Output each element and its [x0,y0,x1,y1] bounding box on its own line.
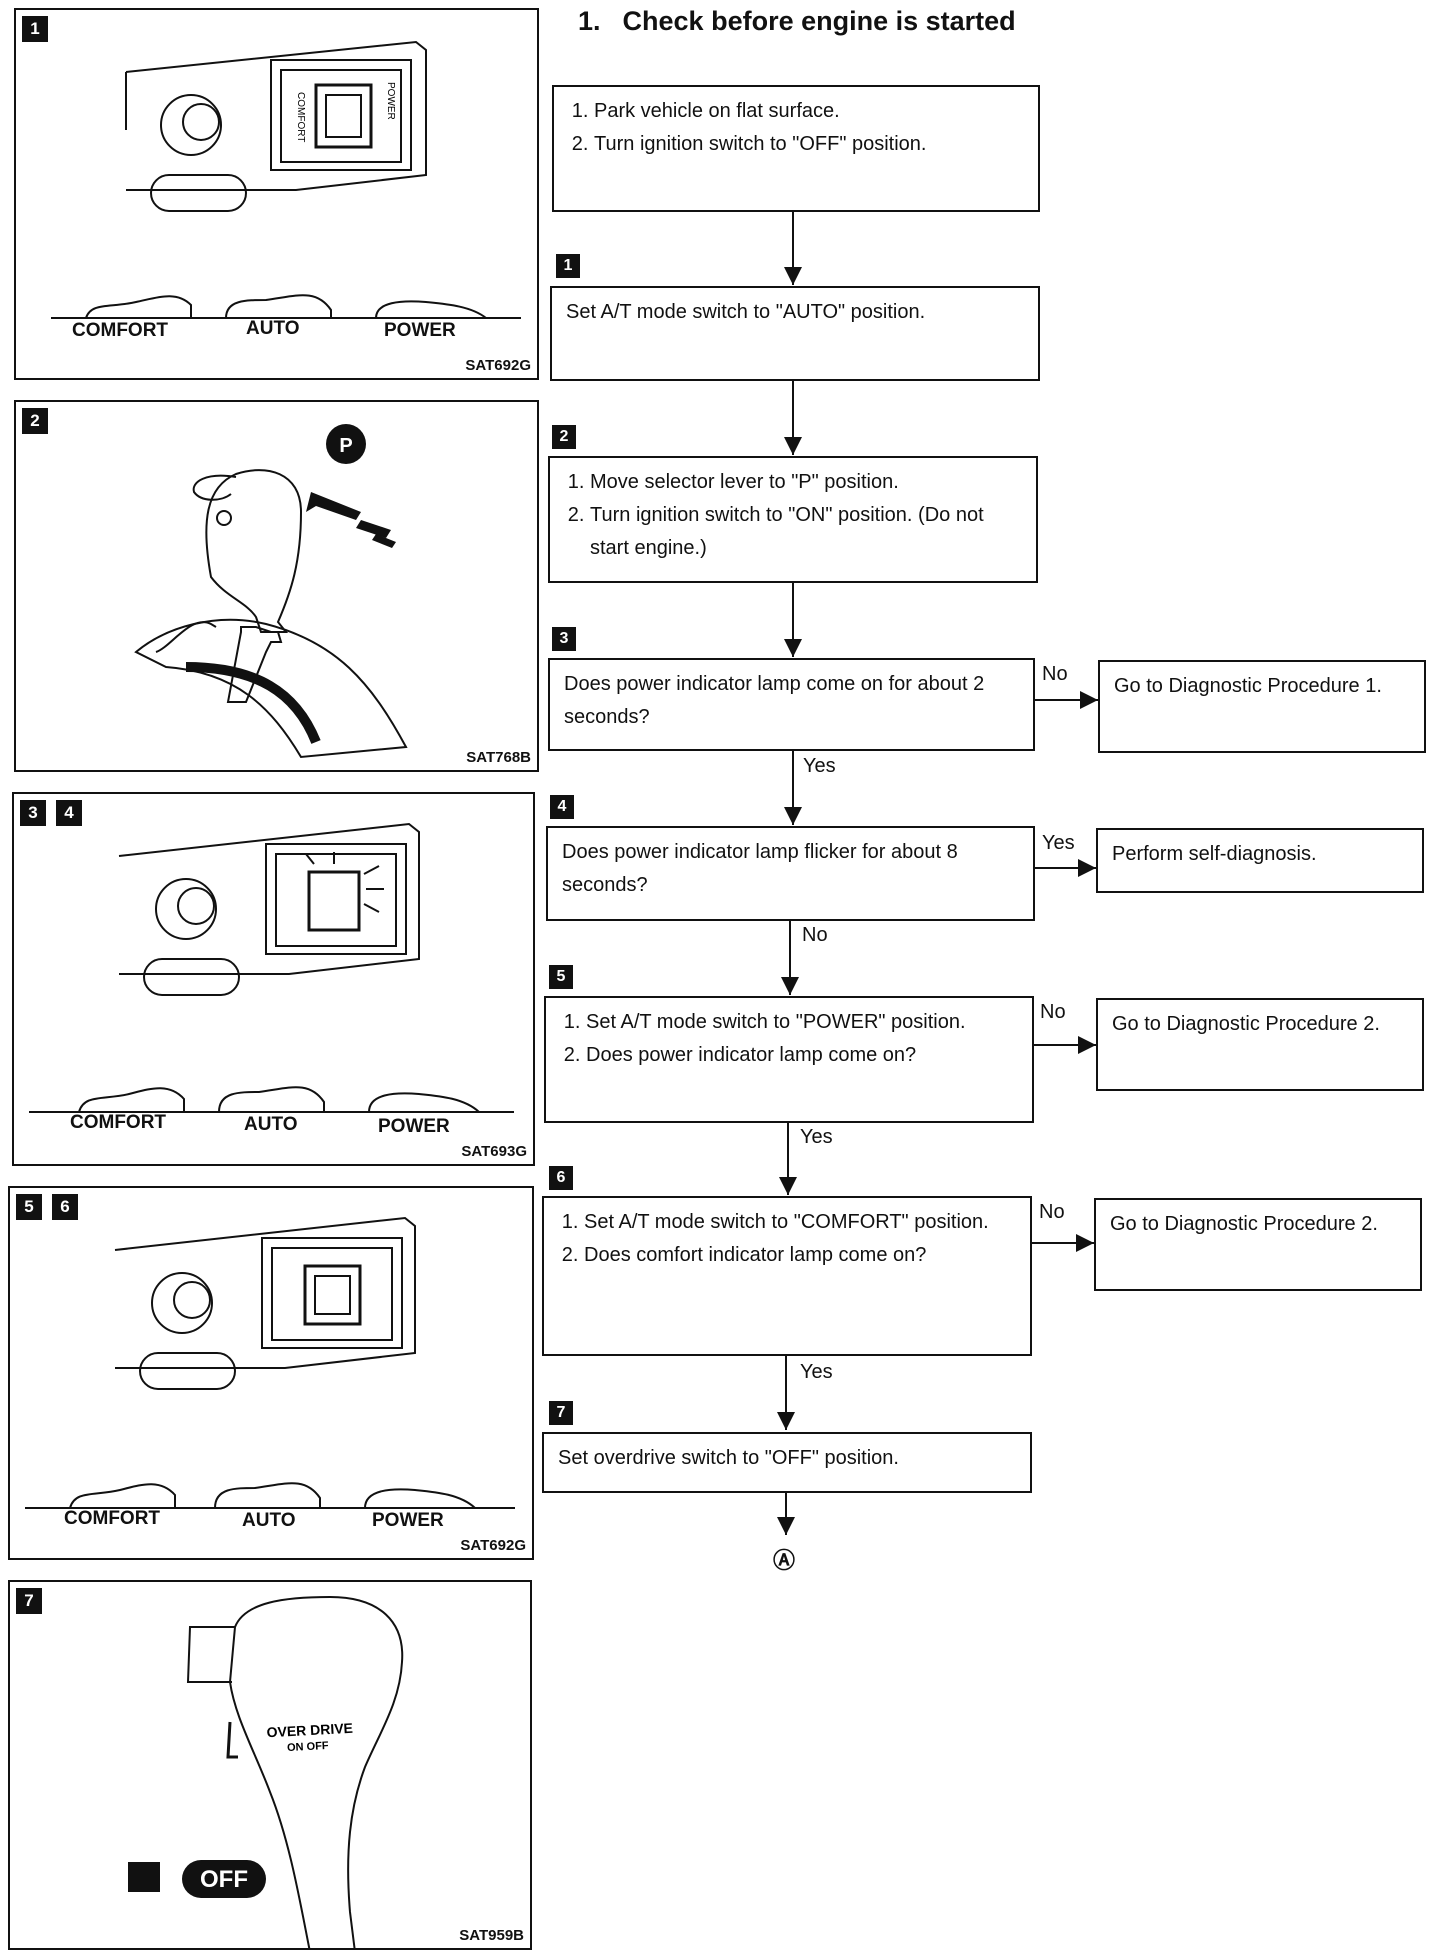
title-number: 1. [578,6,601,36]
step-2-line-2: Turn ignition switch to "ON" position. (… [590,499,1022,565]
page-title: 1. Check before engine is started [578,6,1016,37]
step-box-7: Set overdrive switch to "OFF" position. [542,1432,1032,1493]
step-tag-2: 2 [552,425,576,449]
figure-panel-1: 1 COMFORT POWER COMFORT AUTO POWER SAT69… [14,8,539,380]
off-badge: OFF [200,1866,248,1893]
figure-code: SAT692G [460,1537,526,1554]
figure-tag: 7 [16,1588,42,1614]
step-6-line-1: Set A/T mode switch to "COMFORT" positio… [584,1206,1016,1239]
switch-label-left: COMFORT [295,92,306,142]
overdrive-knob-illustration: OVER DRIVE ON OFF OFF [128,1595,404,1948]
figure-code: SAT959B [459,1927,524,1944]
step-5-result-box: Go to Diagnostic Procedure 2. [1096,998,1424,1091]
mode-label-power: POWER [384,320,456,341]
figure-tag: 2 [22,408,48,434]
step-5-line-1: Set A/T mode switch to "POWER" position. [586,1006,1018,1039]
figure-panel-5-6: 5 6 COMFORT AUTO POWER SAT692G [8,1186,534,1560]
step-6-result-text: Go to Diagnostic Procedure 2. [1110,1213,1378,1235]
step-4-side-answer: Yes [1042,832,1075,854]
figure-panel-7: 7 OVER DRIVE ON OFF OFF SAT959B [8,1580,532,1950]
step-5-line-2: Does power indicator lamp come on? [586,1039,1018,1072]
step-box-6: Set A/T mode switch to "COMFORT" positio… [542,1196,1032,1356]
step-tag-7: 7 [549,1401,573,1425]
step-tag-3: 3 [552,627,576,651]
step-3-side-answer: No [1042,663,1068,685]
step-box-5: Set A/T mode switch to "POWER" position.… [544,996,1034,1123]
figure-panel-2: 2 P SAT768B [14,400,539,772]
figure-panel-3-4: 3 4 COMFORT AUTO POWER SAT693G [12,792,535,1166]
step-5-down-answer: Yes [800,1126,833,1148]
step-0-line-1: Park vehicle on flat surface. [594,95,1024,128]
figure-code: SAT693G [461,1143,527,1160]
step-4-down-answer: No [802,924,828,946]
step-3-result-text: Go to Diagnostic Procedure 1. [1114,675,1382,697]
step-box-4: Does power indicator lamp flicker for ab… [546,826,1035,921]
mode-label-power: POWER [378,1116,450,1137]
step-4-result-text: Perform self-diagnosis. [1112,843,1317,865]
mode-label-auto: AUTO [246,318,300,339]
step-6-down-answer: Yes [800,1361,833,1383]
switch-label-right: POWER [385,82,396,120]
mode-label-power: POWER [372,1510,444,1531]
figure-tag-6: 6 [52,1194,78,1220]
figure-code: SAT692G [465,357,531,374]
figure-tag-4: 4 [56,800,82,826]
step-tag-4: 4 [550,795,574,819]
step-5-result-text: Go to Diagnostic Procedure 2. [1112,1013,1380,1035]
mode-label-comfort: COMFORT [70,1112,167,1133]
connector-a: Ⓐ [773,1549,796,1574]
step-tag-1: 1 [556,254,580,278]
mode-label-auto: AUTO [244,1114,298,1135]
figure-tag-5: 5 [16,1194,42,1220]
step-7-text: Set overdrive switch to "OFF" position. [558,1447,899,1469]
knob-text-overdrive: OVER DRIVE [266,1720,353,1740]
step-box-0: Park vehicle on flat surface. Turn ignit… [552,85,1040,212]
step-3-result-box: Go to Diagnostic Procedure 1. [1098,660,1426,753]
step-box-1: Set A/T mode switch to "AUTO" position. [550,286,1040,381]
mode-label-auto: AUTO [242,1510,296,1531]
step-4-result-box: Perform self-diagnosis. [1096,828,1424,893]
knob-text-on-off: ON OFF [287,1740,329,1754]
step-box-3: Does power indicator lamp come on for ab… [548,658,1035,751]
step-3-down-answer: Yes [803,755,836,777]
step-3-text: Does power indicator lamp come on for ab… [564,673,985,728]
step-1-text: Set A/T mode switch to "AUTO" position. [566,301,926,323]
step-0-line-2: Turn ignition switch to "OFF" position. [594,128,1024,161]
step-tag-5: 5 [549,965,573,989]
step-tag-6: 6 [549,1166,573,1190]
figure-code: SAT768B [466,749,531,766]
step-box-2: Move selector lever to "P" position. Tur… [548,456,1038,583]
title-text: Check before engine is started [622,6,1016,36]
figure-tag: 1 [22,16,48,42]
figure-tag-3: 3 [20,800,46,826]
selector-lever-illustration: P [134,424,408,759]
console-switch-flicker-illustration [29,822,514,1113]
step-2-line-1: Move selector lever to "P" position. [590,466,1022,499]
console-switch-illustration [25,1216,515,1509]
step-6-result-box: Go to Diagnostic Procedure 2. [1094,1198,1422,1291]
step-6-side-answer: No [1039,1201,1065,1223]
console-switch-illustration: COMFORT POWER [51,40,521,319]
mode-label-comfort: COMFORT [72,320,169,341]
step-6-line-2: Does comfort indicator lamp come on? [584,1239,1016,1272]
step-5-side-answer: No [1040,1001,1066,1023]
p-badge: P [339,435,352,457]
step-4-text: Does power indicator lamp flicker for ab… [562,841,958,896]
mode-label-comfort: COMFORT [64,1508,161,1529]
